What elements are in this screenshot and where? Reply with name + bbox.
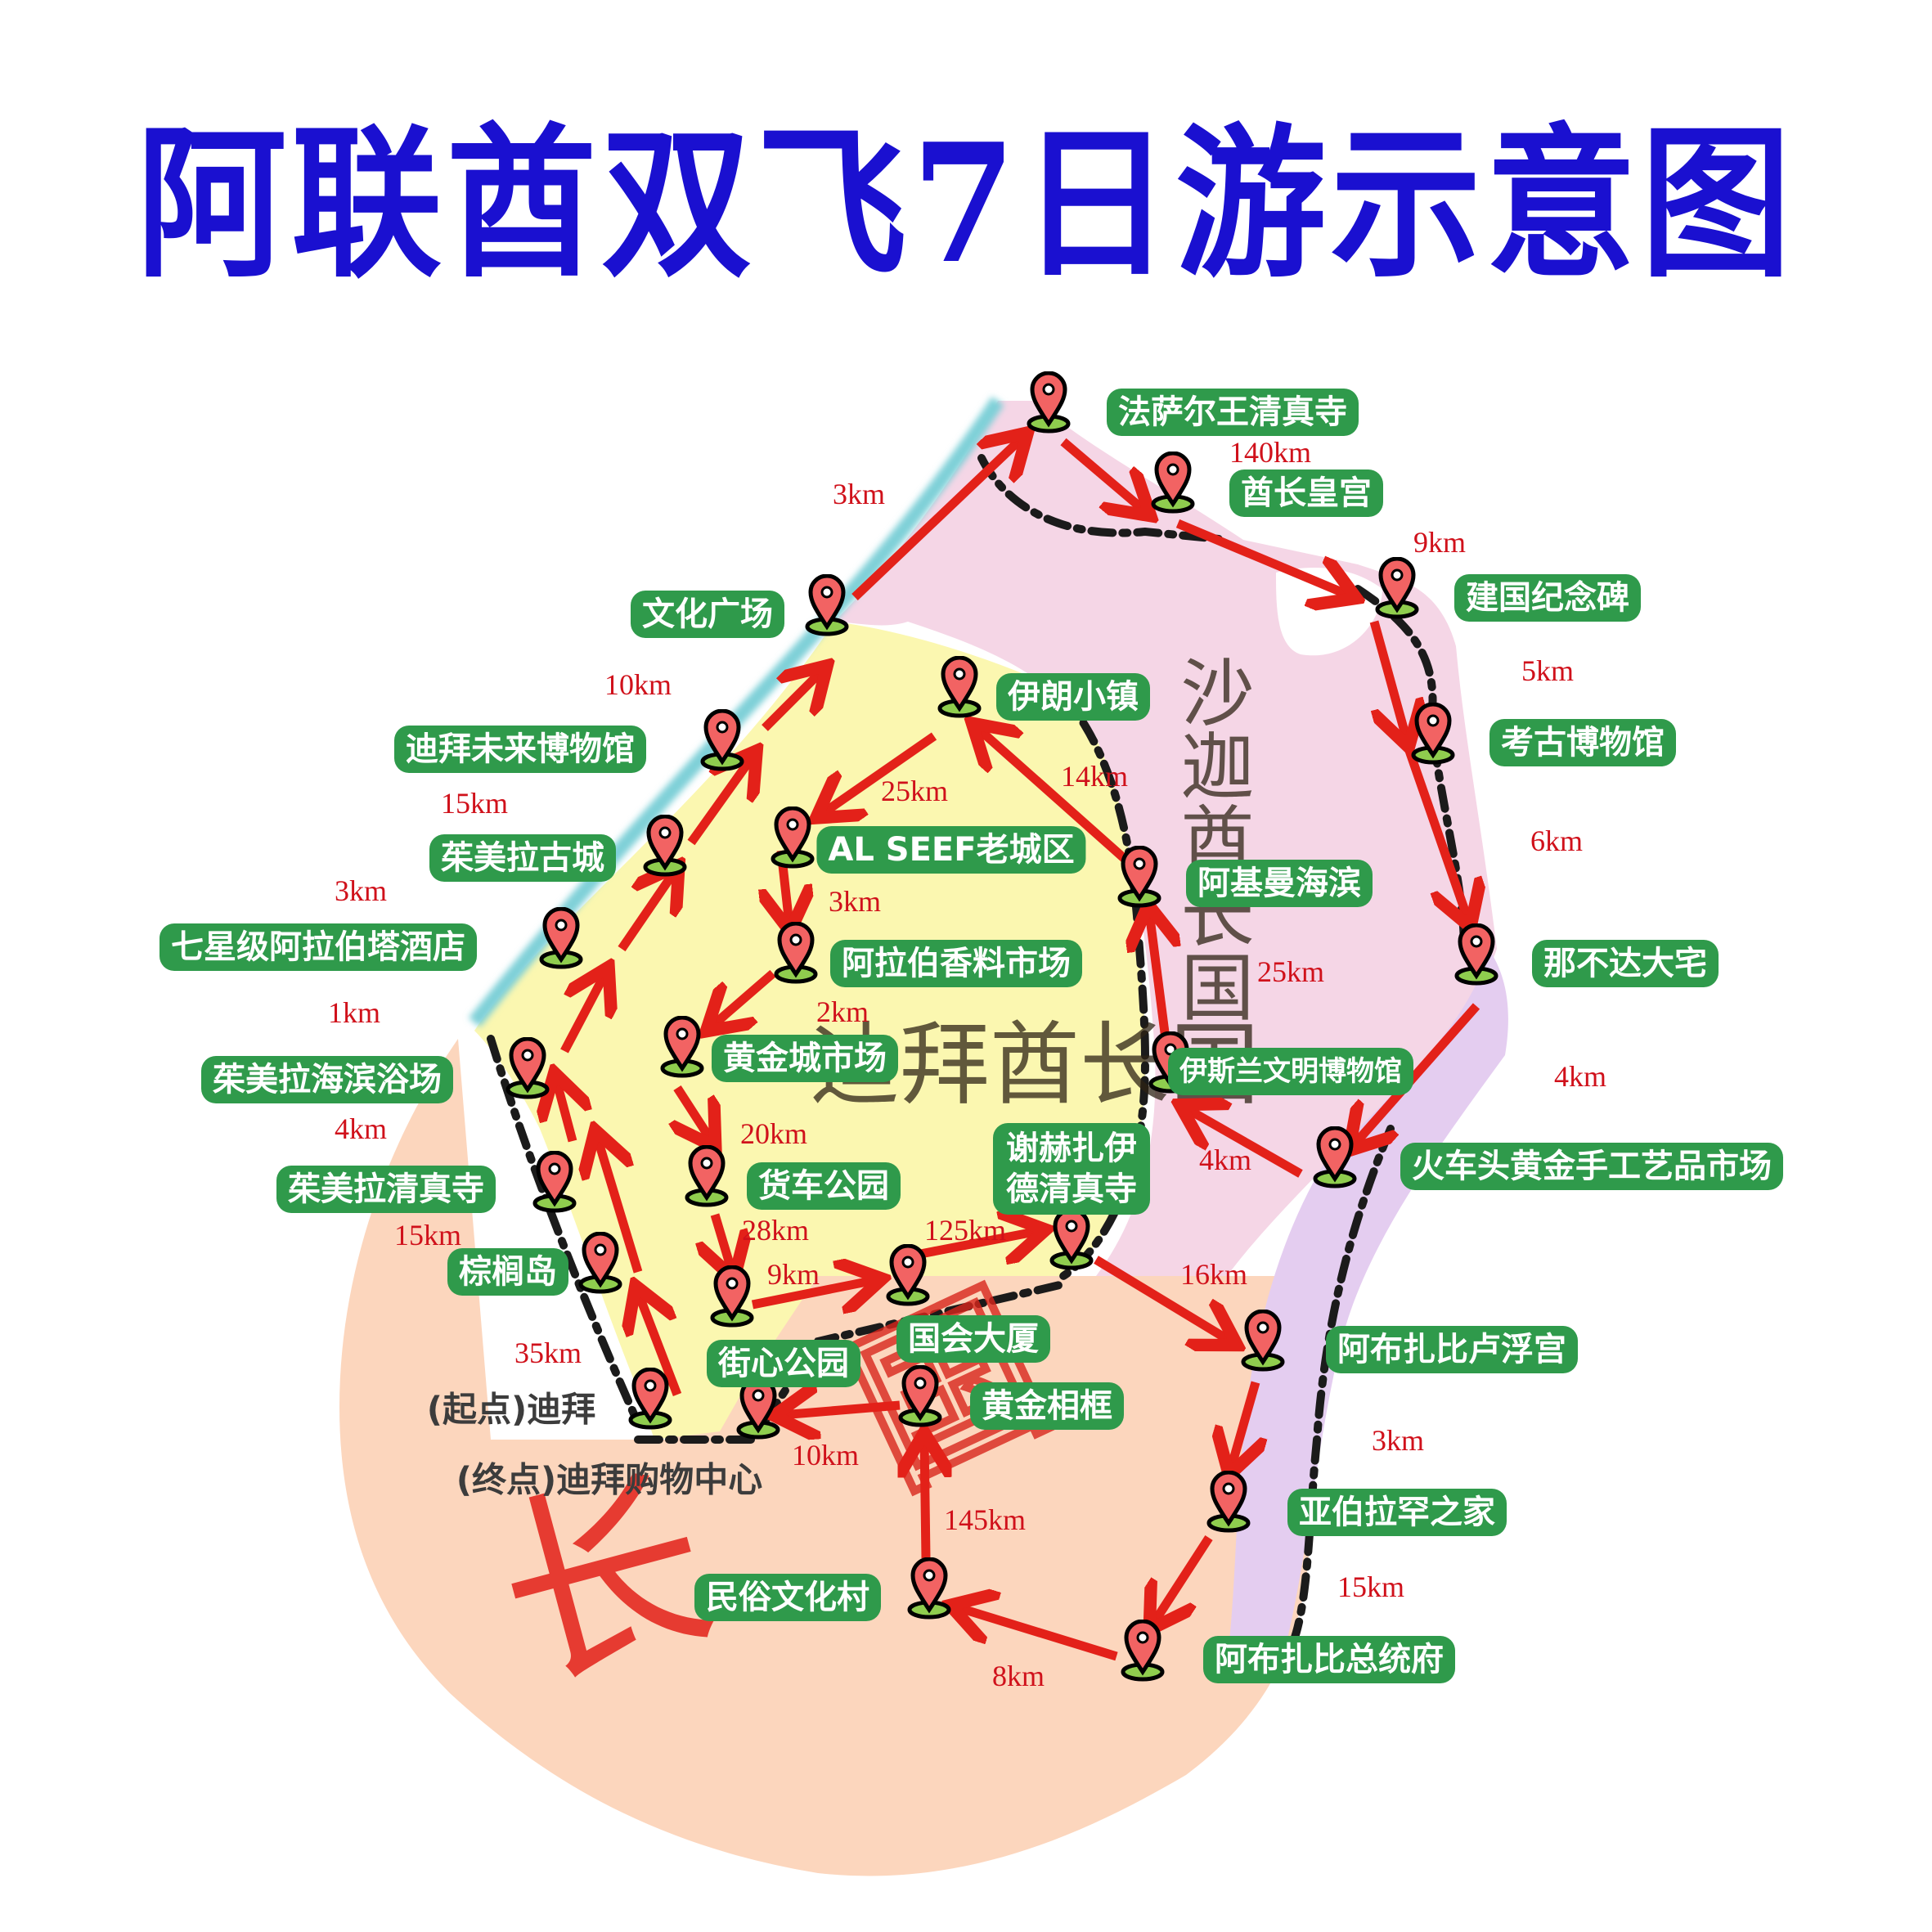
distance-label: 16km	[1179, 1258, 1248, 1291]
distance-label: 15km	[440, 787, 509, 820]
region-name-sharjah: 沙迦酋长国	[1168, 654, 1254, 1022]
distance-label: 3km	[832, 478, 886, 510]
stop-label-gold-souk[interactable]: 黄金城市场	[712, 1035, 898, 1082]
distance-label: 4km	[1553, 1060, 1607, 1093]
map-pin-icon[interactable]	[576, 1232, 625, 1294]
distance-label: 3km	[334, 874, 388, 907]
distance-label: 145km	[943, 1503, 1027, 1536]
distance-label: 3km	[828, 885, 882, 918]
map-pin-icon[interactable]	[503, 1037, 552, 1099]
map-pin-icon[interactable]	[896, 1365, 945, 1427]
stop-label-street-park[interactable]: 街心公园	[707, 1340, 860, 1387]
stop-label-ajman-corniche[interactable]: 阿基曼海滨	[1186, 860, 1373, 907]
map-pin-icon[interactable]	[626, 1368, 675, 1430]
stop-label-spice-souk[interactable]: 阿拉伯香料市场	[830, 940, 1082, 987]
stop-label-culture-square[interactable]: 文化广场	[631, 591, 784, 638]
stop-label-jumeirah-beach[interactable]: 茱美拉海滨浴场	[201, 1056, 453, 1103]
map-pin-icon[interactable]	[1024, 371, 1073, 434]
distance-label: 10km	[791, 1439, 860, 1471]
stop-label-sheikh-palace[interactable]: 酋长皇宫	[1229, 470, 1383, 517]
map-pin-icon[interactable]	[537, 907, 586, 969]
distance-label: 6km	[1530, 824, 1584, 857]
stop-label-palm-island[interactable]: 棕榈岛	[447, 1248, 568, 1296]
map-pin-icon[interactable]	[1452, 923, 1501, 986]
map-pin-icon[interactable]	[1148, 452, 1197, 514]
map-pin-icon[interactable]	[905, 1557, 954, 1620]
map-pin-icon[interactable]	[1047, 1208, 1096, 1270]
stop-label-archaeology-museum[interactable]: 考古博物馆	[1489, 719, 1676, 766]
distance-label: 4km	[334, 1112, 388, 1145]
stop-label-heritage-village[interactable]: 民俗文化村	[694, 1574, 881, 1621]
distance-label: 20km	[739, 1117, 808, 1150]
region-coast	[1227, 949, 1508, 1660]
map-pin-icon[interactable]	[734, 1377, 783, 1440]
start-point-label: (起点)迪拜	[426, 1389, 596, 1430]
stop-label-burj-al-arab[interactable]: 七星级阿拉伯塔酒店	[160, 923, 477, 971]
map-pin-icon[interactable]	[1409, 703, 1458, 765]
distance-label: 8km	[991, 1660, 1045, 1692]
distance-label: 35km	[514, 1337, 582, 1369]
map-pin-icon[interactable]	[658, 1016, 707, 1078]
distance-label: 15km	[393, 1219, 462, 1251]
distance-label: 28km	[741, 1214, 810, 1247]
stop-label-museum-of-future[interactable]: 迪拜未来博物馆	[394, 726, 646, 773]
distance-label: 125km	[923, 1214, 1007, 1247]
page-title: 阿联酋双飞7日游示意图	[136, 108, 1796, 300]
end-point-label: (终点)迪拜购物中心	[456, 1459, 763, 1500]
distance-label: 10km	[604, 668, 672, 701]
distance-label: 4km	[1198, 1143, 1252, 1176]
distance-label: 140km	[1229, 436, 1312, 469]
stop-label-sheikh-zayed-mosque[interactable]: 谢赫扎伊 德清真寺	[993, 1123, 1150, 1215]
distance-label: 2km	[815, 995, 869, 1028]
map-pin-icon[interactable]	[640, 815, 690, 877]
distance-label: 3km	[1371, 1424, 1425, 1457]
distance-label: 9km	[766, 1258, 820, 1291]
stop-label-jumeirah-mosque[interactable]: 茱美拉清真寺	[276, 1166, 496, 1213]
stop-label-presidential-palace[interactable]: 阿布扎比总统府	[1203, 1636, 1455, 1683]
map-pin-icon[interactable]	[1310, 1126, 1359, 1188]
map-pin-icon[interactable]	[698, 709, 747, 771]
distance-label: 1km	[327, 996, 381, 1029]
stop-label-louvre-abudhabi[interactable]: 阿布扎比卢浮宫	[1326, 1326, 1578, 1373]
distance-label: 9km	[1413, 526, 1467, 559]
map-pin-icon[interactable]	[771, 922, 820, 984]
stop-label-line-2: 德清真寺	[1006, 1170, 1137, 1208]
map-pin-icon[interactable]	[1115, 846, 1164, 908]
map-pin-icon[interactable]	[1373, 557, 1422, 619]
stop-label-farsal-mosque[interactable]: 法萨尔王清真寺	[1107, 389, 1359, 436]
distance-label: 15km	[1337, 1570, 1405, 1603]
stop-label-truck-park[interactable]: 货车公园	[747, 1162, 901, 1210]
stop-label-madinat-jumeirah[interactable]: 茱美拉古城	[429, 834, 616, 882]
stop-label-dubai-frame[interactable]: 黄金相框	[970, 1382, 1124, 1430]
stop-label-national-monument[interactable]: 建国纪念碑	[1454, 574, 1641, 622]
map-pin-icon[interactable]	[1118, 1620, 1167, 1682]
map-pin-icon[interactable]	[802, 574, 851, 636]
map-pin-icon[interactable]	[530, 1151, 579, 1213]
region-abudhabi	[339, 1039, 1309, 1876]
stop-label-line-1: 谢赫扎伊	[1006, 1130, 1137, 1167]
map-pin-icon[interactable]	[768, 806, 817, 869]
distance-label: 14km	[1060, 760, 1129, 793]
map-pin-icon[interactable]	[682, 1145, 731, 1207]
stop-label-locomotive-gold-market[interactable]: 火车头黄金手工艺品市场	[1400, 1143, 1783, 1190]
stop-label-al-nabooda-house[interactable]: 那不达大宅	[1532, 940, 1719, 987]
map-pin-icon[interactable]	[708, 1265, 757, 1328]
distance-label: 25km	[880, 775, 949, 807]
map-pin-icon[interactable]	[883, 1244, 932, 1306]
stop-label-abrahamic-house[interactable]: 亚伯拉罕之家	[1287, 1489, 1507, 1536]
map-pin-icon[interactable]	[935, 656, 984, 718]
distance-label: 25km	[1256, 955, 1325, 988]
stop-label-parliament[interactable]: 国会大厦	[896, 1315, 1050, 1363]
map-pin-icon[interactable]	[1204, 1471, 1253, 1533]
map-pin-icon[interactable]	[1238, 1310, 1287, 1372]
stop-label-iranian-town[interactable]: 伊朗小镇	[996, 673, 1150, 721]
stop-label-islamic-museum[interactable]: 伊斯兰文明博物馆	[1168, 1048, 1413, 1095]
distance-label: 5km	[1521, 654, 1575, 687]
stop-label-al-seef[interactable]: AL SEEF老城区	[816, 826, 1086, 874]
